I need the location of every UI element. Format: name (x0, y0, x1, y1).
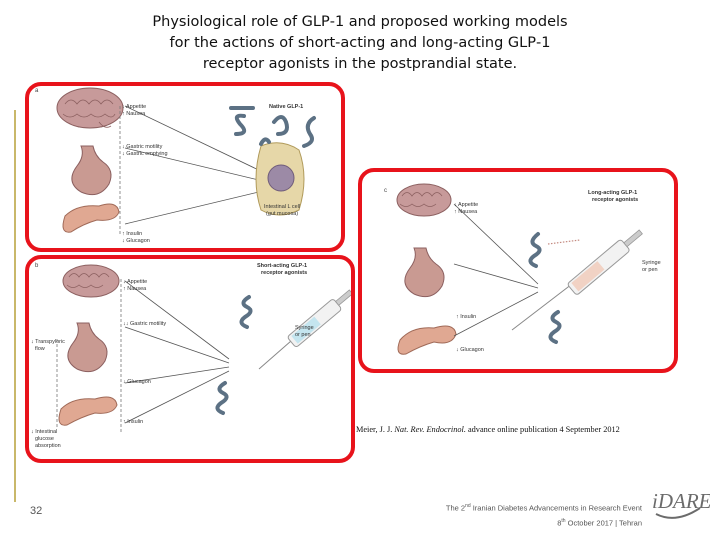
footer-line-1-sup: nd (465, 503, 471, 509)
footer-line-2-post: October 2017 | Tehran (565, 518, 642, 527)
stomach-icon (67, 322, 108, 373)
short-acting-label-2: receptor agonists (261, 270, 308, 276)
panel-c-illustration (396, 183, 643, 355)
slide-title: Physiological role of GLP‑1 and proposed… (100, 12, 620, 75)
stomach-icon (71, 145, 112, 196)
glucagon-label-a: ↓ Glucagon (122, 238, 150, 244)
insulin-label-b: ↑ Insulin (123, 419, 144, 425)
glucose-absorption-label-2: glucose (35, 436, 54, 442)
long-acting-glp1-peptide-icon (528, 232, 562, 344)
stomach-icon (404, 247, 445, 298)
nausea-label-c: ↑ Nausea (454, 209, 478, 215)
brain-icon (62, 264, 120, 298)
nausea-label-a: ↑ Nausea (122, 111, 146, 117)
transpyloric-label-1: ↓ Transpyloric (31, 339, 65, 345)
transpyloric-label-2: flow (35, 346, 45, 352)
title-line-2: for the actions of short-acting and long… (169, 35, 551, 51)
pancreas-icon (58, 396, 118, 426)
glucose-absorption-label-1: ↓ Intestinal (31, 429, 58, 435)
accent-bar (14, 110, 16, 502)
panel-a-letter: a (35, 88, 39, 94)
native-glp1-label: Native GLP-1 (269, 104, 304, 110)
footer-line-1-post: Iranian Diabetes Advancements in Researc… (470, 503, 642, 513)
footer-line-1: The 2nd Iranian Diabetes Advancements in… (382, 500, 642, 515)
pancreas-icon (397, 325, 457, 355)
l-cell-label-1: Intestinal L cell (264, 204, 301, 210)
intestinal-l-cell-icon (255, 142, 305, 216)
citation-authors: Meier, J. J. (356, 425, 395, 434)
glucagon-label-c: ↓ Glucagon (456, 347, 484, 353)
short-acting-label-1: Short-acting GLP-1 (257, 263, 308, 269)
event-footer: The 2nd Iranian Diabetes Advancements in… (382, 500, 642, 529)
gastric-motility-label-a: ↓ Gastric motility (122, 144, 163, 150)
panel-c: c Long-acting GLP-1 receptor agonists ↓ … (358, 168, 678, 373)
pancreas-icon (62, 203, 120, 233)
brain-icon (56, 87, 124, 129)
idare-logo: iDARE (652, 489, 710, 519)
long-acting-label-2: receptor agonists (592, 197, 639, 203)
appetite-label-c: ↓ Appetite (454, 202, 479, 208)
syringe-label-b-2: or pen (295, 332, 311, 338)
footer-line-2-pre: 8 (557, 518, 562, 527)
syringe-label-c-1: Syringe (642, 260, 661, 266)
panel-a-illustration (56, 87, 316, 236)
nausea-label-b: ↑ Nausea (123, 286, 147, 292)
panel-b: b Short-acting GLP-1 receptor agonists ↓… (25, 255, 355, 463)
syringe-label-b-1: Syringe (295, 325, 314, 331)
footer-line-1-pre: The 2 (445, 503, 466, 513)
page-number: 32 (30, 505, 43, 517)
gastric-emptying-label-a: ↓ Gastric emptying (122, 151, 168, 157)
l-cell-label-2: (gut mucosa) (266, 211, 299, 217)
citation-journal: Nat. Rev. Endocrinol. (394, 425, 466, 434)
syringe-label-c-2: or pen (642, 267, 658, 273)
panel-a: a Native GLP-1 ↓ Appetite ↑ Nausea ↓ Gas… (25, 82, 345, 252)
gastric-motility-label-b: ↓↓ Gastric motility (123, 321, 167, 327)
footer-line-2: 8th October 2017 | Tehran (382, 515, 642, 530)
citation-details: advance online publication 4 September 2… (465, 425, 620, 434)
long-acting-label-1: Long-acting GLP-1 (588, 190, 638, 196)
appetite-label-b: ↓ Appetite (123, 279, 148, 285)
logo-text: iDARE (652, 489, 710, 513)
panel-b-letter: b (35, 263, 39, 269)
glucagon-label-b: ↓ Glucagon (123, 379, 151, 385)
brain-icon (396, 183, 452, 217)
title-line-1: Physiological role of GLP‑1 and proposed… (152, 14, 568, 30)
syringe-icon (258, 289, 351, 370)
glucose-absorption-label-3: absorption (35, 443, 61, 449)
short-acting-glp1-peptide-icon (215, 295, 253, 415)
appetite-label-a: ↓ Appetite (122, 104, 147, 110)
panel-b-illustration (56, 264, 351, 433)
panel-c-letter: c (384, 188, 387, 194)
citation: Meier, J. J. Nat. Rev. Endocrinol. advan… (356, 425, 686, 434)
footer-line-2-sup: th (561, 517, 566, 524)
insulin-label-a: ↑ Insulin (122, 231, 143, 237)
syringe-icon (511, 229, 643, 331)
title-line-3: receptor agonists in the postprandial st… (202, 56, 518, 72)
native-glp1-peptide-icon (229, 106, 316, 148)
insulin-label-c: ↑ Insulin (456, 314, 477, 320)
